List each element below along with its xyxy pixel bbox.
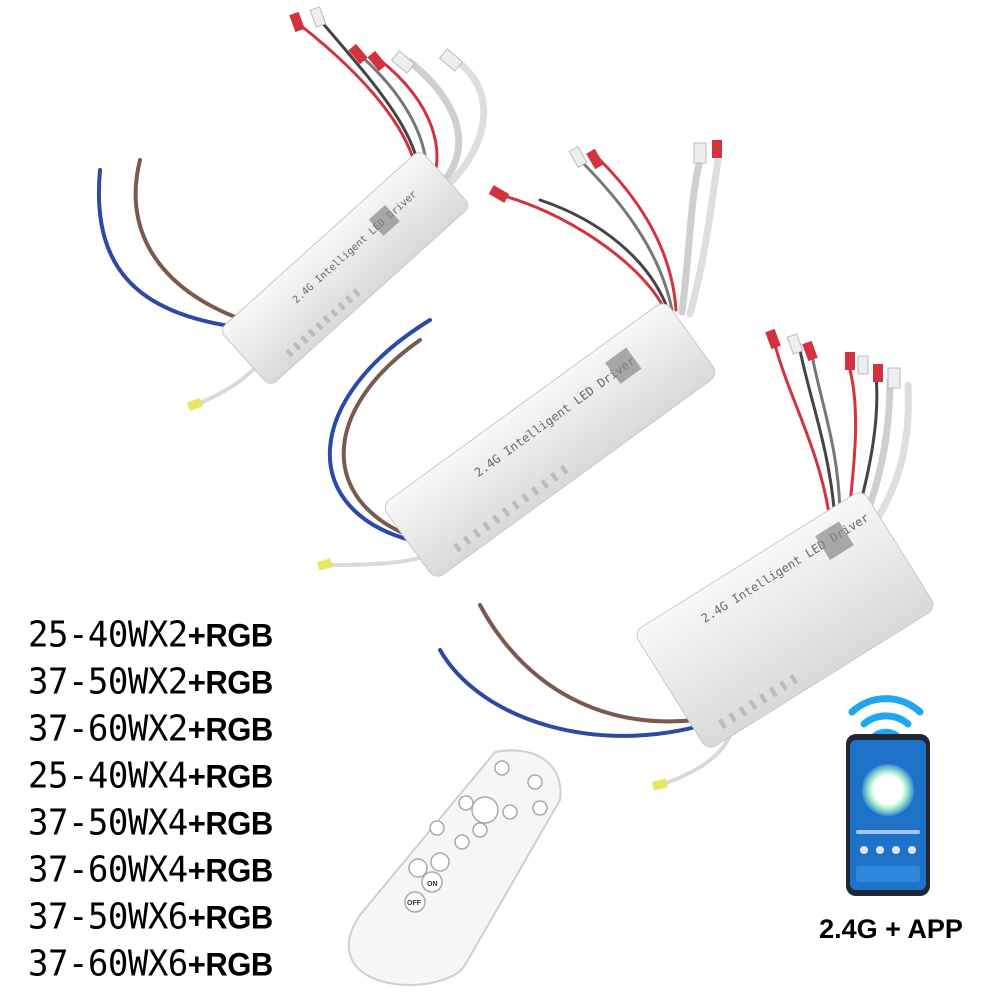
spec-item: 25-40WX4+RGB [28,754,273,797]
driver-2-connectors [316,140,722,571]
spec-item: 37-60WX2+RGB [28,707,273,750]
qr-code-icon [815,521,854,561]
spec-item: 25-40WX2+RGB [28,613,273,656]
qr-code-icon [368,204,400,237]
driver-3-connectors [651,328,901,791]
spec-item: 37-50WX4+RGB [28,801,273,844]
remote-control: ON OFF [347,749,562,986]
spec-item: 37-50WX6+RGB [28,895,273,938]
remote-off-label: OFF [407,900,422,907]
spec-item: 37-50WX2+RGB [28,660,273,703]
qr-code-icon [605,347,642,384]
spec-item: 37-60WX4+RGB [28,848,273,891]
led-driver-small: 2.4G Intelligent LED Driver [96,6,488,412]
spec-item: 37-60WX6+RGB [28,942,273,985]
remote-on-label: ON [427,881,438,888]
remote-buttons [404,760,548,913]
driver-1-connectors [186,6,464,412]
connectivity-badge: 2.4G + APP [819,914,963,944]
spec-list: 25-40WX2+RGB 37-50WX2+RGB 37-60WX2+RGB 2… [28,612,328,988]
driver-2-wires [323,156,722,567]
smartphone-app [846,734,930,896]
